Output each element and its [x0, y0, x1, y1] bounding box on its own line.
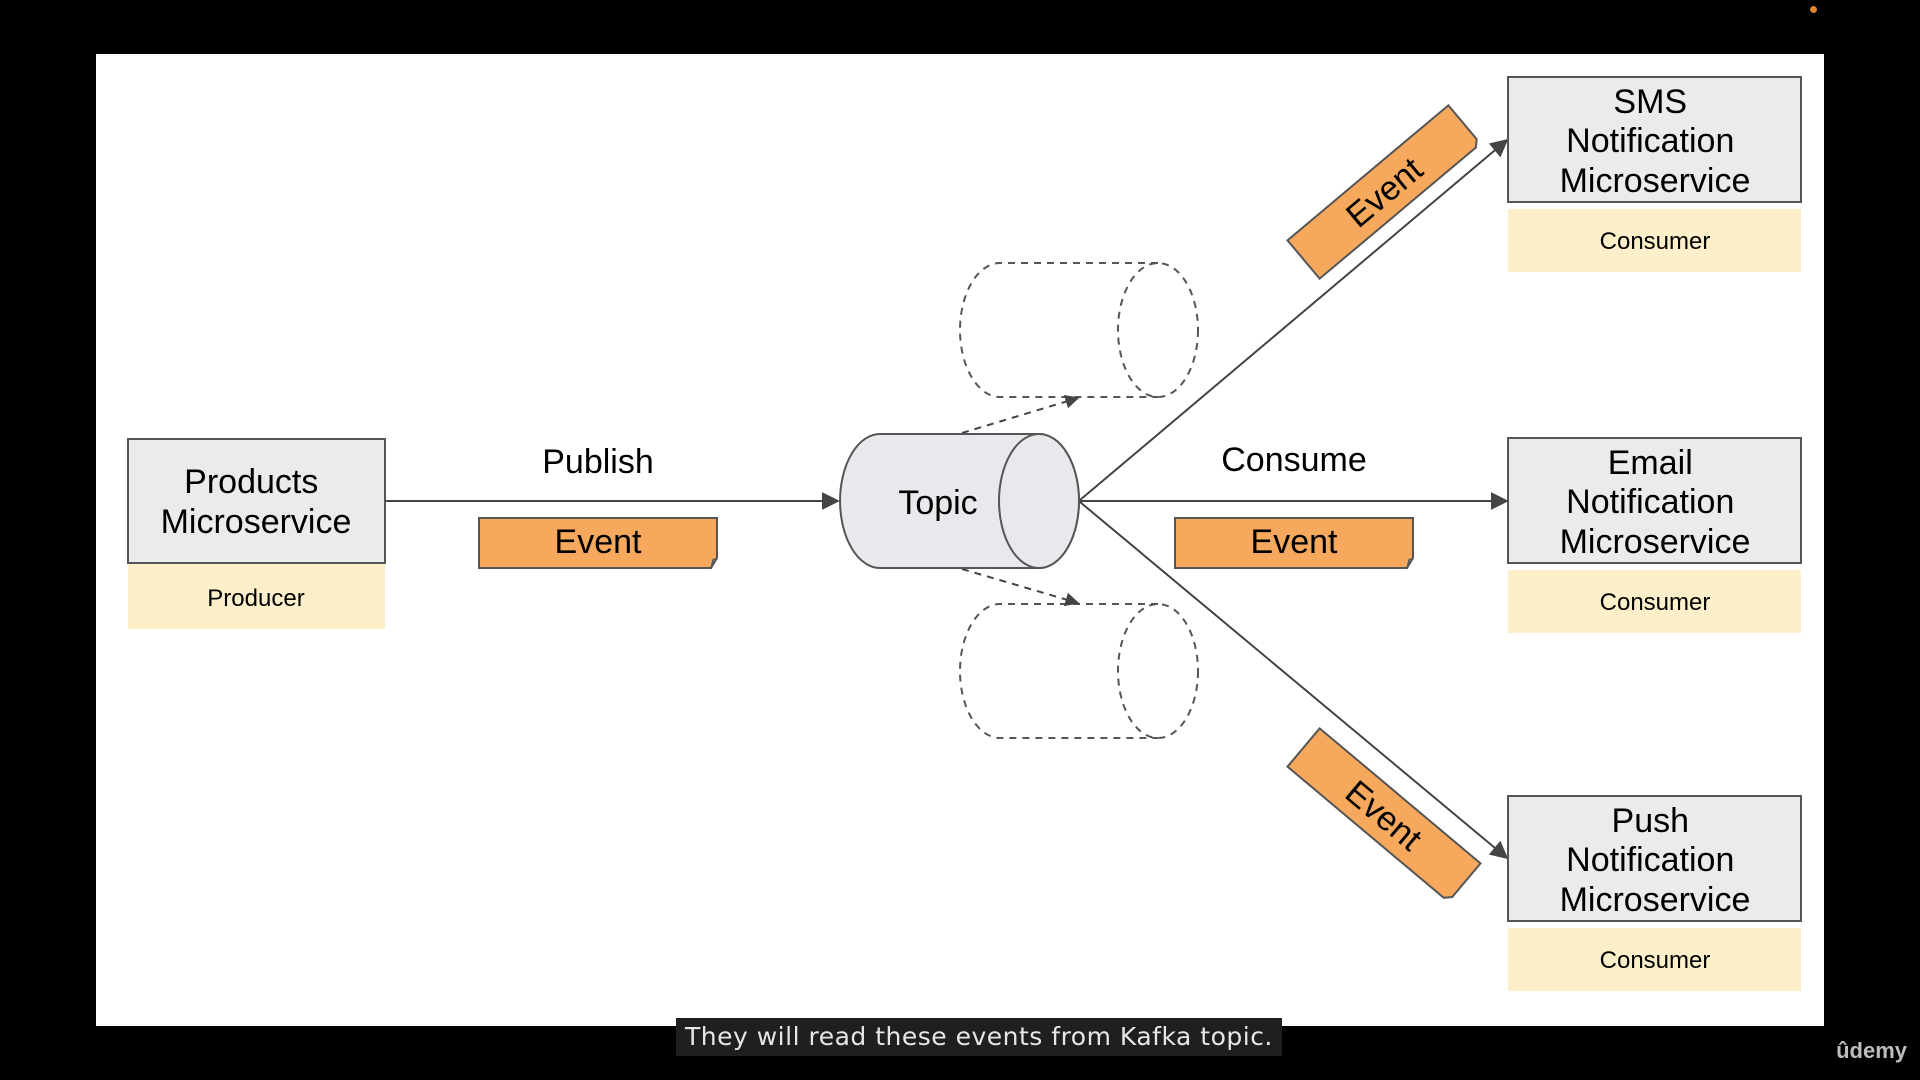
consumer-email-title-line-3: Microservice: [1560, 523, 1751, 561]
consumer-email-title-line-2: Notification: [1566, 483, 1734, 521]
partition-lower: [959, 603, 1199, 739]
consumer-email-role-box: [1508, 570, 1801, 633]
event-publish-label: Event: [555, 523, 642, 561]
consumer-push-service: Push Notification Microservice Consumer: [1507, 795, 1802, 991]
producer-title-line-2: Microservice: [161, 503, 352, 541]
partition-upper-arrow: [961, 394, 1080, 434]
event-consume-shape: [1174, 517, 1414, 569]
partition-lower-arrow: [961, 568, 1080, 607]
consumer-email-box: [1507, 437, 1802, 564]
consumer-sms-box: [1507, 76, 1802, 203]
event-consume-label: Event: [1251, 523, 1338, 561]
topic-label: Topic: [898, 484, 977, 522]
consumer-push-title-line-2: Notification: [1566, 841, 1734, 879]
event-sms-shape: [1286, 103, 1478, 281]
consumer-sms-title: SMS Notification Microservice: [1560, 83, 1751, 200]
partition-upper: [959, 262, 1199, 398]
consumer-email-role-label: Consumer: [1600, 589, 1711, 616]
consumer-email-title-line-1: Email: [1608, 444, 1693, 482]
video-caption: They will read these events from Kafka t…: [676, 1018, 1282, 1056]
event-publish-shape: [478, 517, 718, 569]
consume-arrow-sms: [1079, 138, 1509, 501]
consumer-push-role-box: [1508, 928, 1801, 991]
consumer-push-title-line-3: Microservice: [1560, 881, 1751, 919]
udemy-logo: ûdemy: [1836, 1038, 1907, 1063]
event-publish: Event: [478, 517, 718, 569]
producer-role-box: [128, 564, 385, 629]
consumer-sms-title-line-1: SMS: [1613, 83, 1687, 121]
consumer-push-role-label: Consumer: [1600, 947, 1711, 974]
producer-title: Products Microservice: [161, 463, 352, 541]
consumer-sms-title-line-2: Notification: [1566, 122, 1734, 160]
recording-indicator-icon: [1810, 6, 1817, 13]
consumer-push-box: [1507, 795, 1802, 922]
event-sms: Event: [1286, 103, 1478, 281]
consumer-sms-service: SMS Notification Microservice Consumer: [1507, 76, 1802, 272]
event-consume: Event: [1174, 517, 1414, 569]
consume-arrow-push: [1079, 501, 1509, 860]
publish-label: Publish: [542, 443, 654, 481]
consumer-sms-role-box: [1508, 209, 1801, 272]
producer-service: Products Microservice Producer: [127, 438, 386, 629]
event-push-shape: [1286, 726, 1482, 899]
consumer-sms-role-label: Consumer: [1600, 228, 1711, 255]
producer-title-line-1: Products: [184, 463, 318, 501]
consumer-email-title: Email Notification Microservice: [1560, 444, 1751, 561]
consumer-email-service: Email Notification Microservice Consumer: [1507, 437, 1802, 633]
producer-role-label: Producer: [207, 585, 304, 612]
consumer-push-title-line-1: Push: [1612, 802, 1690, 840]
topic-front-cap: [998, 433, 1080, 569]
topic-cylinder: Topic: [839, 433, 1080, 569]
producer-box: [127, 438, 386, 564]
consume-label: Consume: [1221, 441, 1367, 479]
consumer-sms-title-line-3: Microservice: [1560, 162, 1751, 200]
consumer-push-title: Push Notification Microservice: [1560, 802, 1751, 919]
